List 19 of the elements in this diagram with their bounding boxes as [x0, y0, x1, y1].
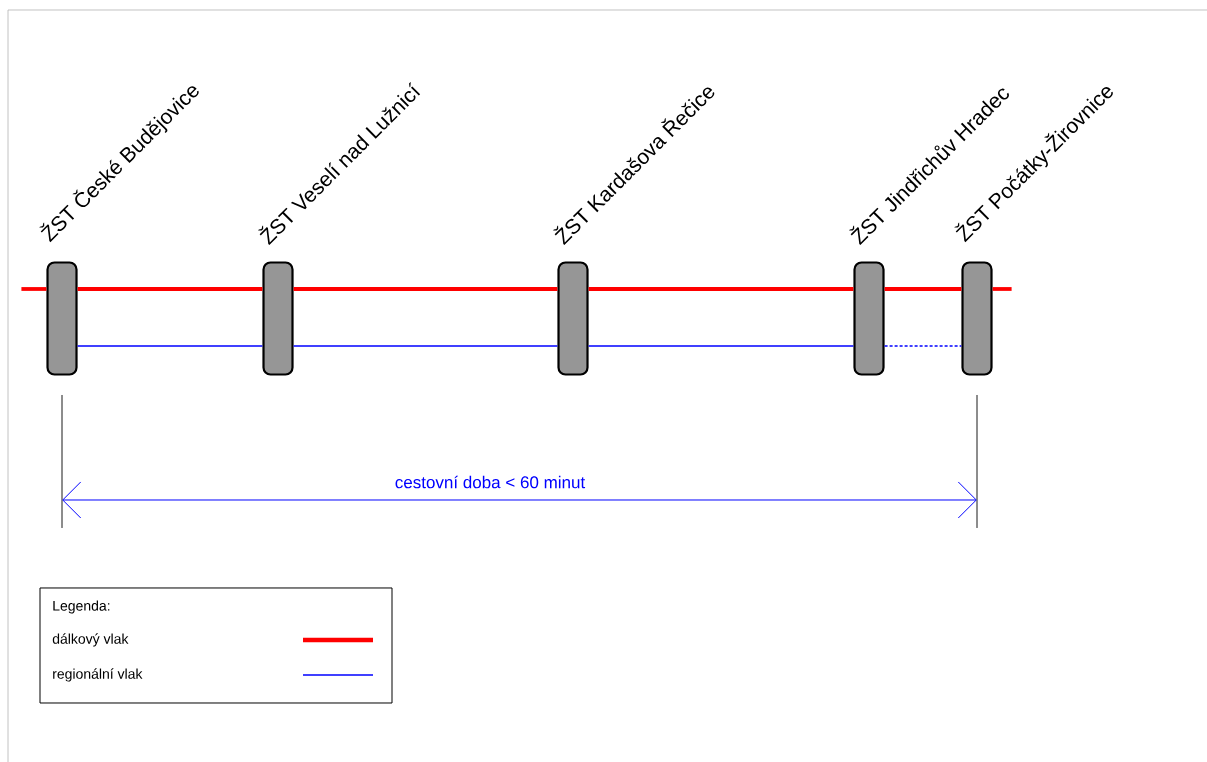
legend-text: regionální vlak — [53, 668, 143, 682]
track-line — [883, 345, 963, 347]
station-box — [46, 261, 78, 376]
station-box — [557, 261, 589, 376]
station-box — [853, 261, 885, 376]
track-line — [292, 345, 559, 347]
dimension-label: cestovní doba < 60 minut — [395, 475, 586, 489]
legend-title: Legenda: — [53, 600, 110, 614]
track-line — [587, 345, 855, 347]
station-box — [262, 261, 294, 376]
track-line — [76, 345, 264, 347]
track-line — [77, 287, 263, 291]
track-line — [884, 287, 962, 291]
track-line — [992, 287, 1012, 291]
legend-text: dálkový vlak — [52, 633, 129, 647]
station-box — [961, 261, 993, 376]
track-line — [21, 287, 47, 291]
track-line — [588, 287, 854, 291]
track-line — [293, 287, 558, 291]
